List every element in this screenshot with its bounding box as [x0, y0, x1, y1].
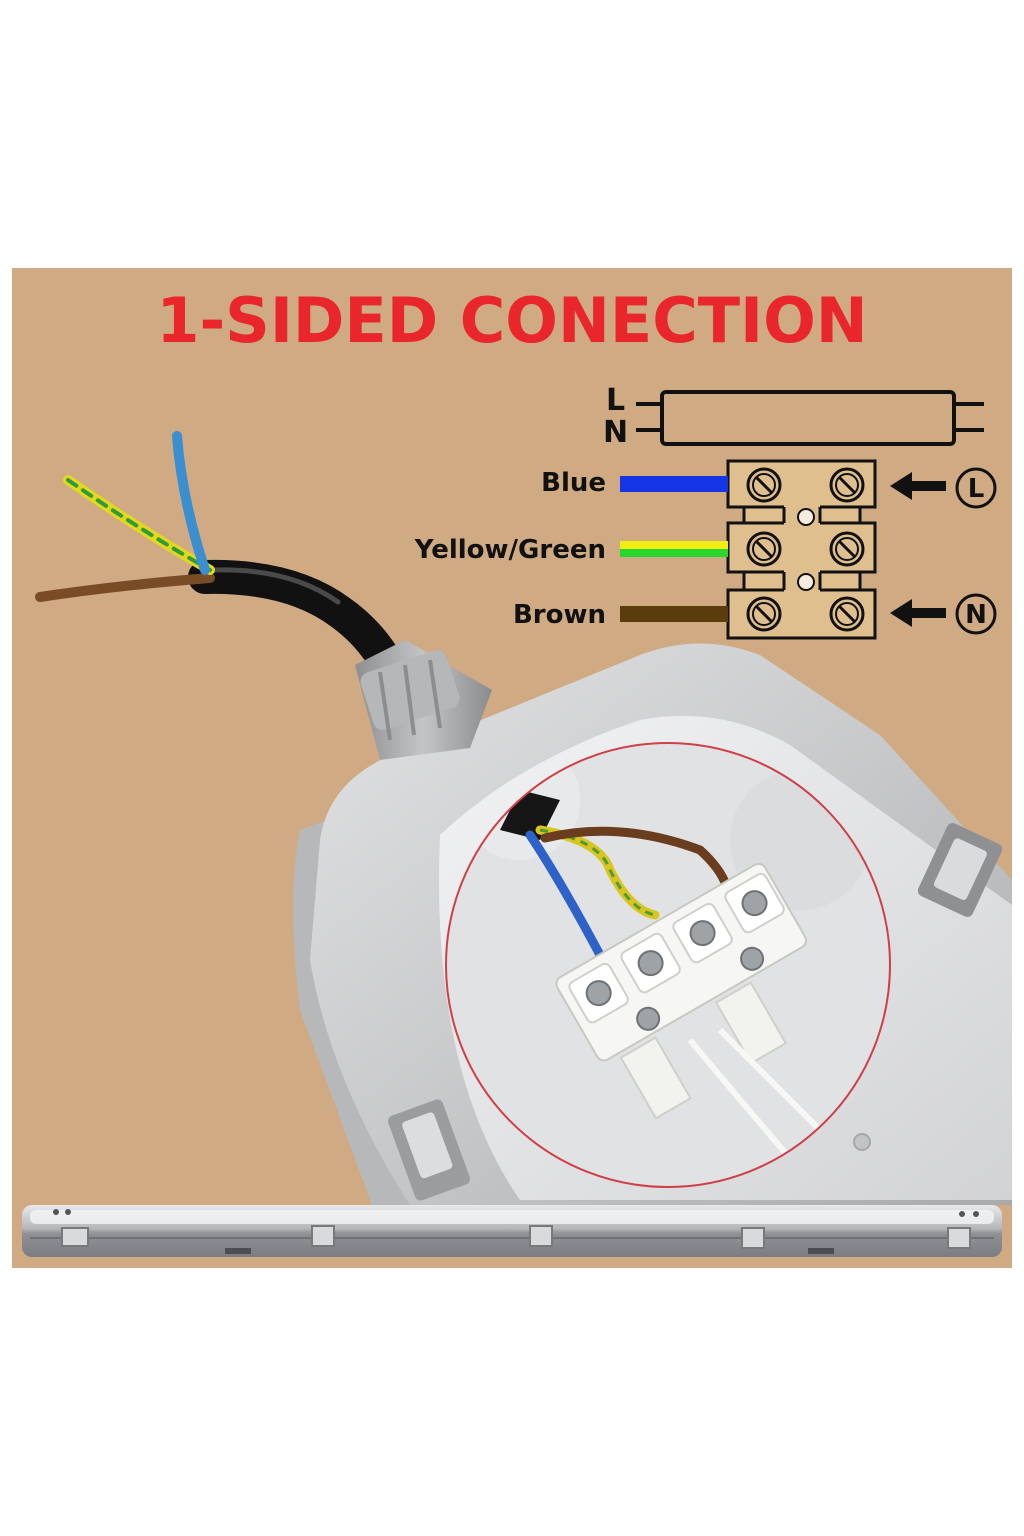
wire-row-yellow-green: Yellow/Green	[414, 535, 728, 565]
screw-icon	[746, 467, 782, 503]
terminal-block-symbol	[726, 459, 877, 640]
screw-icon	[829, 596, 865, 632]
wire-row-brown: Brown	[513, 600, 728, 630]
screw-icon	[829, 531, 865, 567]
circled-n-letter: N	[965, 600, 987, 630]
circled-n-icon	[955, 593, 997, 635]
wire-swatch-blue	[620, 476, 728, 492]
wiring-schematic: L N	[414, 383, 997, 640]
wire-swatch-green	[620, 549, 728, 557]
fixture-full-view	[22, 1205, 1002, 1257]
wire-label-yellow-green: Yellow/Green	[414, 535, 606, 565]
wire-row-blue: Blue	[541, 468, 728, 498]
circled-l-letter: L	[968, 474, 985, 504]
neutral-input-indicator: N	[890, 593, 997, 635]
screw-icon	[746, 596, 782, 632]
wire-swatch-yellow	[620, 541, 728, 549]
tube-terminal-l: L	[606, 383, 625, 418]
arrow-left-icon	[890, 599, 946, 627]
tube-symbol	[660, 390, 956, 446]
circled-l-icon	[955, 467, 997, 509]
line-input-indicator: L	[890, 467, 997, 509]
wire-label-blue: Blue	[541, 468, 606, 498]
cable-gland	[355, 640, 492, 760]
terminal-closeup	[445, 742, 891, 1188]
tube-terminal-n: N	[603, 415, 628, 450]
screw-icon	[829, 467, 865, 503]
arrow-left-icon	[890, 472, 946, 500]
page-title: 1-SIDED CONECTION	[156, 284, 867, 357]
wire-swatch-brown	[620, 606, 728, 622]
wire-label-brown: Brown	[513, 600, 606, 630]
screw-icon	[746, 531, 782, 567]
